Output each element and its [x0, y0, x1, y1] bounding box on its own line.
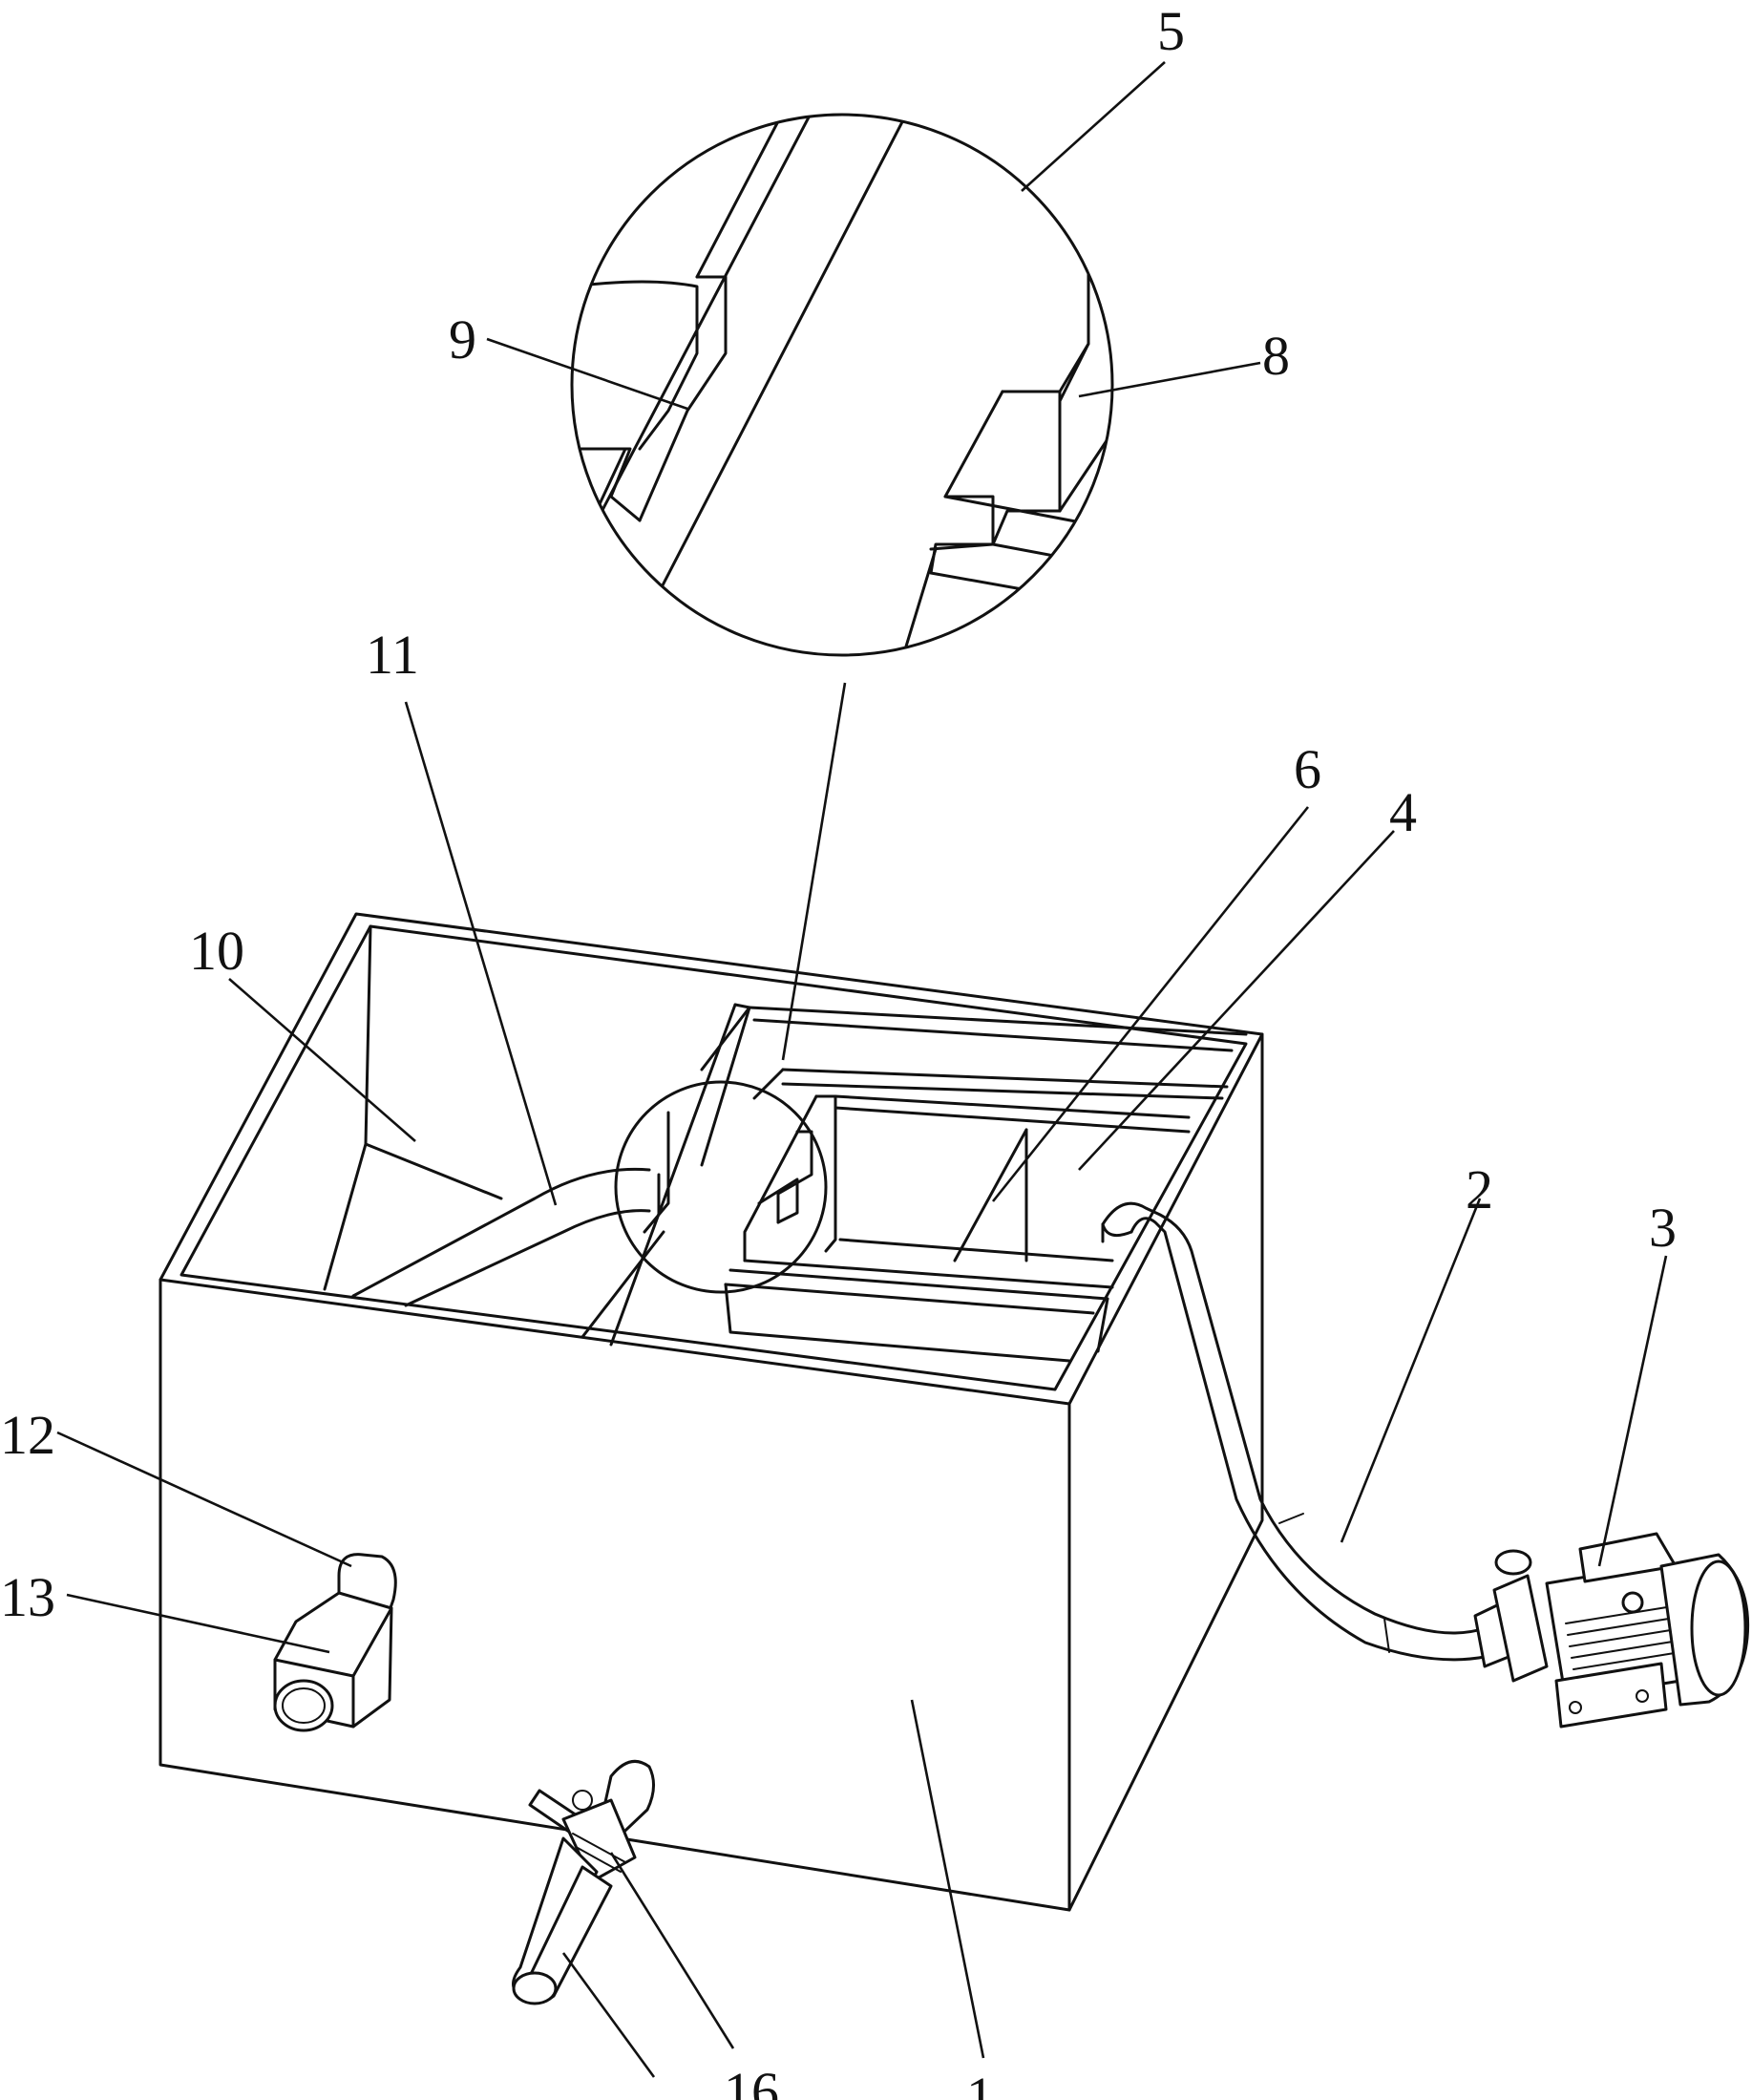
hose: [1101, 1201, 1487, 1662]
drain-valve: [512, 1759, 655, 2005]
reference-numerals: 5 8 9 11 6 4 10 2 3 12 13 1 16 15: [0, 0, 1677, 2100]
inner-components: [323, 924, 1248, 1363]
label-15: 15: [616, 2091, 671, 2100]
label-12: 12: [0, 1404, 55, 1466]
label-16: 16: [724, 2061, 779, 2100]
label-2: 2: [1466, 1158, 1493, 1220]
detail-leader-line: [781, 682, 847, 1061]
label-13: 13: [0, 1566, 55, 1628]
label-5: 5: [1157, 0, 1185, 62]
pump: [1473, 1532, 1750, 1729]
label-8: 8: [1262, 325, 1290, 387]
label-6: 6: [1294, 738, 1321, 800]
outlet-assembly: [273, 1553, 397, 1732]
label-9: 9: [449, 308, 476, 371]
label-10: 10: [189, 920, 244, 982]
label-11: 11: [366, 624, 419, 686]
label-3: 3: [1649, 1197, 1677, 1259]
label-1: 1: [966, 2066, 994, 2100]
detail-view: [570, 113, 1114, 657]
leader-lines: [56, 61, 1668, 2078]
label-4: 4: [1389, 781, 1417, 843]
